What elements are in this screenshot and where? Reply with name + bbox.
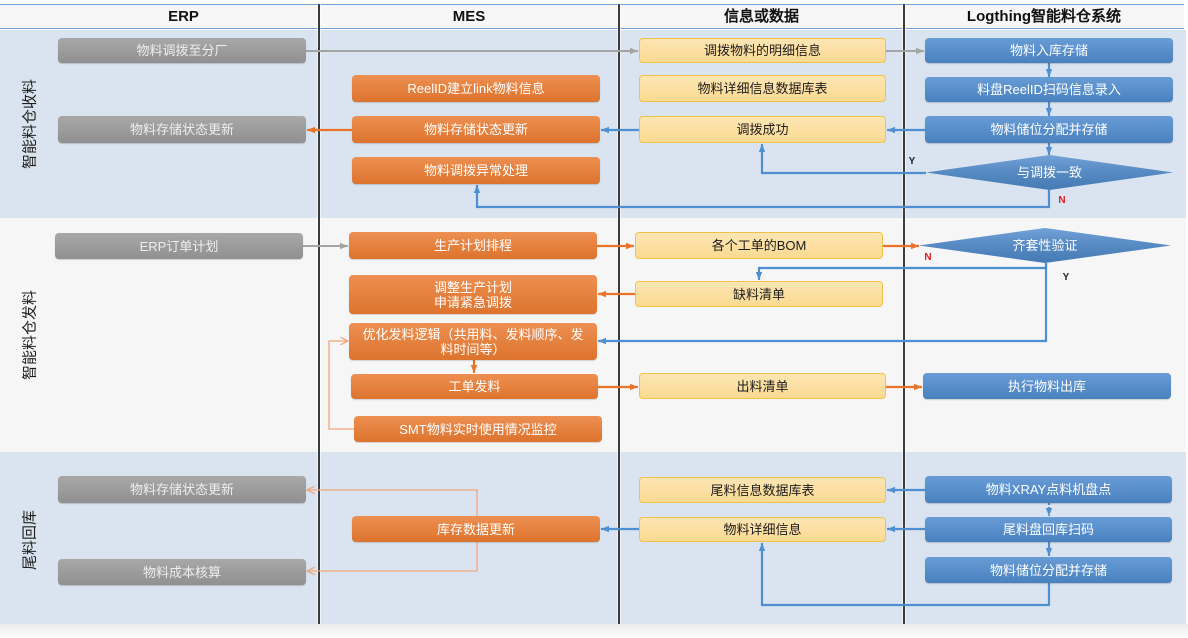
node-shortage-list: 缺料清单 xyxy=(635,281,883,307)
arrow-inventory-update-to-erp-status xyxy=(307,490,478,516)
node-material-detail-info: 物料详细信息 xyxy=(639,517,886,542)
column-header-logthing: Logthing智能料仓系统 xyxy=(966,8,1122,25)
node-transfer-exception-handling: 物料调拨异常处理 xyxy=(352,157,600,184)
node-erp-order-plan: ERP订单计划 xyxy=(55,233,303,259)
column-header-data: 信息或数据 xyxy=(723,8,799,25)
node-material-transfer-to-branch: 物料调拨至分厂 xyxy=(58,38,306,63)
column-divider-mes-data xyxy=(618,4,620,624)
node-remnant-info-db-table: 尾料信息数据库表 xyxy=(639,477,886,503)
node-xray-counting: 物料XRAY点料机盘点 xyxy=(925,476,1172,503)
node-remnant-return-scan: 尾料盘回库扫码 xyxy=(925,517,1172,542)
column-header-erp: ERP xyxy=(168,8,199,25)
diamond-shape xyxy=(926,155,1173,190)
node-material-cost-accounting: 物料成本核算 xyxy=(58,559,306,585)
edge-label-kit-yes: Y xyxy=(1062,272,1070,283)
node-location-assign-store: 物料储位分配并存储 xyxy=(925,116,1173,143)
arrow-smt-monitor-to-optimize-logic xyxy=(328,341,354,430)
node-adjust-plan-urgent-transfer: 调整生产计划 申请紧急调拨 xyxy=(349,275,597,314)
column-divider-erp-mes xyxy=(318,4,320,624)
node-erp-storage-status-update-return: 物料存储状态更新 xyxy=(58,476,306,503)
node-optimize-issue-logic: 优化发料逻辑（共用料、发料顺序、发料时间等） xyxy=(349,323,597,360)
node-execute-outbound: 执行物料出库 xyxy=(923,373,1171,399)
diamond-shape xyxy=(919,228,1171,263)
arrow-kit-no-to-shortage-list xyxy=(755,263,1048,280)
edge-label-kit-no: N xyxy=(924,252,932,263)
node-reelid-link-material-info: ReelID建立link物料信息 xyxy=(352,75,600,102)
column-header-mes: MES xyxy=(452,8,486,25)
column-divider-data-logthing xyxy=(903,4,905,624)
node-inventory-data-update: 库存数据更新 xyxy=(352,516,600,542)
node-transfer-success: 调拨成功 xyxy=(639,116,886,143)
decision-kit-completeness: 齐套性验证 xyxy=(919,228,1171,263)
node-erp-storage-status-update: 物料存储状态更新 xyxy=(58,116,306,143)
node-work-order-issue: 工单发料 xyxy=(351,374,598,399)
node-transfer-detail-info: 调拨物料的明细信息 xyxy=(639,38,886,63)
node-production-scheduling: 生产计划排程 xyxy=(349,232,597,259)
node-work-order-bom: 各个工单的BOM xyxy=(635,232,883,259)
decision-match-transfer: 与调拨一致 xyxy=(926,155,1173,190)
edge-label-match-yes: Y xyxy=(908,156,916,167)
node-mes-storage-status-update: 物料存储状态更新 xyxy=(352,116,600,143)
node-reelid-scan-entry: 料盘ReelID扫码信息录入 xyxy=(925,77,1173,102)
bottom-shadow xyxy=(0,624,1188,638)
decision-label: 与调拨一致 xyxy=(1016,165,1082,180)
node-issue-list: 出料清单 xyxy=(639,373,886,399)
node-smt-realtime-monitoring: SMT物料实时使用情况监控 xyxy=(354,416,602,442)
node-material-detail-db-table: 物料详细信息数据库表 xyxy=(639,75,886,102)
arrow-kit-yes-to-optimize-logic xyxy=(598,263,1048,345)
edge-label-match-no: N xyxy=(1058,195,1066,206)
arrow-match-yes-to-transfer-success xyxy=(758,144,926,175)
arrow-location-assign-to-detail-info xyxy=(758,543,1051,607)
arrow-inventory-update-to-cost-accounting xyxy=(307,542,478,571)
column-header-row: ERP MES 信息或数据 Logthing智能料仓系统 xyxy=(0,4,1184,29)
node-inbound-storage: 物料入库存储 xyxy=(925,38,1173,63)
arrow-match-no-to-exception xyxy=(473,185,1051,209)
decision-label: 齐套性验证 xyxy=(1012,238,1078,253)
node-location-assign-store-return: 物料储位分配并存储 xyxy=(925,557,1172,583)
